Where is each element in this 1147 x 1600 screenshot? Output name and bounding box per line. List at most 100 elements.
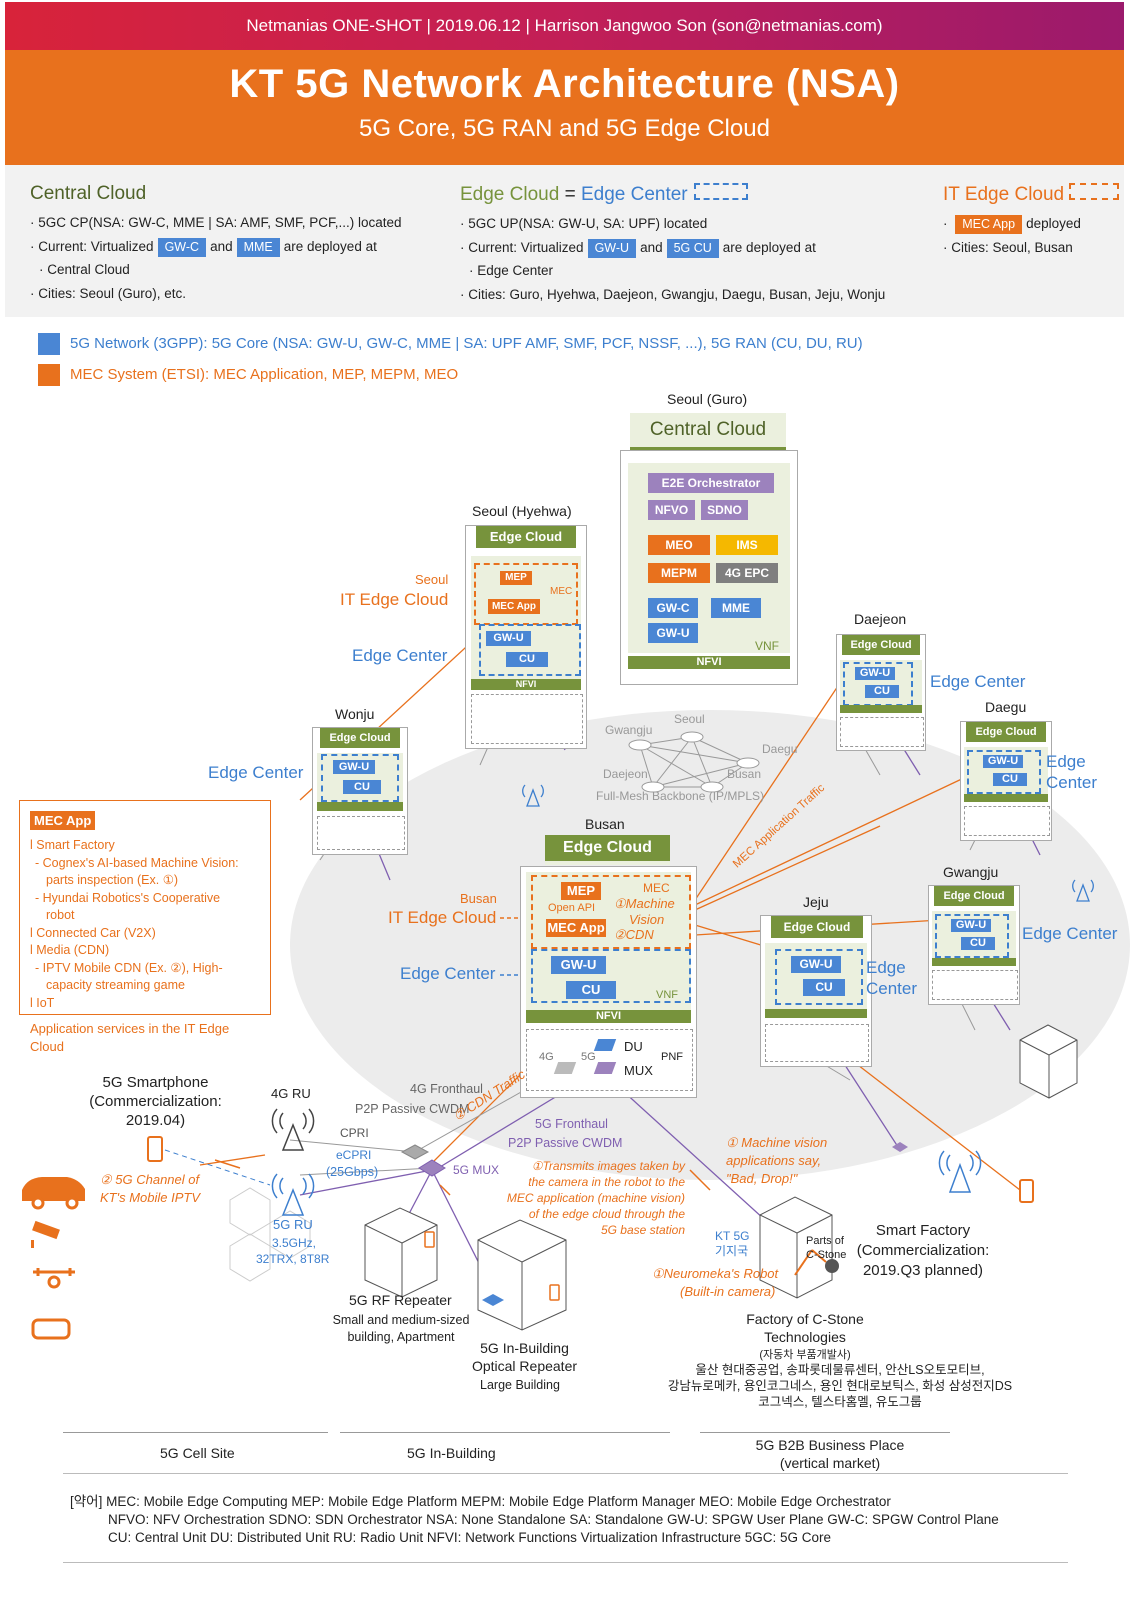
phone-icon <box>549 1284 560 1301</box>
cu: CU <box>343 780 381 794</box>
info-line: Cities: Seoul, Busan <box>943 236 1123 260</box>
central-cloud-info-title: Central Cloud <box>30 183 147 204</box>
phone-link <box>164 1149 271 1186</box>
factory-ru-icon <box>938 1150 982 1193</box>
note-line: 5G base station <box>600 1223 685 1237</box>
optical-repeater-icon <box>482 1294 504 1306</box>
4g-ru-label: 4G RU <box>271 1086 311 1101</box>
edge-center-zone <box>967 750 1041 794</box>
nfvi-bar <box>964 794 1048 802</box>
edge-center-word: Edge Center <box>580 184 688 205</box>
backbone-label: Full-Mesh Backbone (IP/MPLS) <box>596 789 765 803</box>
gw-u: GW-U <box>855 667 895 680</box>
central-cloud-box: E2E Orchestrator NFVO SDNO MEO IMS MEPM … <box>620 450 798 685</box>
list-line: 코그넥스, 텔스타홈멜, 유도그룹 <box>758 1395 922 1409</box>
rf-repeater-title: 5G RF Repeater <box>349 1292 452 1308</box>
info-line: Cities: Guro, Hyehwa, Daejeon, Gwangju, … <box>460 283 930 307</box>
it-edge-word: IT Edge Cloud <box>943 184 1065 205</box>
mep: MEP <box>561 882 601 900</box>
4g-fronthaul-label: 4G Fronthaul <box>410 1082 483 1096</box>
4g-label: 4G <box>539 1051 554 1063</box>
edge-cloud-header: Edge Cloud <box>842 635 920 655</box>
mec-subitem: capacity streaming game <box>46 978 185 992</box>
mec-label: MEC <box>643 881 670 895</box>
edge-cloud-header: Edge Cloud <box>966 722 1046 742</box>
nfvi-bar <box>317 802 403 811</box>
tag-5g-cu: 5G CU <box>666 238 719 258</box>
label-line: KT 5G <box>715 1229 750 1243</box>
central-cloud-title: Central Cloud <box>630 413 786 450</box>
legend-label: MEC System (ETSI): <box>70 366 210 383</box>
edge-cloud-header: Edge Cloud <box>934 886 1014 906</box>
title-line: Optical Repeater <box>471 1358 578 1374</box>
cu: CU <box>506 652 548 667</box>
meo: MEO <box>648 535 710 555</box>
edge-cloud-header: Edge Cloud <box>320 728 400 748</box>
factory-list: 울산 현대중공업, 송파롯데물류센터, 안산LS오토모티브,강남뉴로메카, 용인… <box>660 1362 1020 1410</box>
info-text: are deployed at <box>283 238 377 254</box>
du-label: DU <box>624 1039 643 1054</box>
nfvi-bar: NFVI <box>526 1010 691 1023</box>
note-line: Application services in the IT Edge <box>30 1021 230 1036</box>
edge-center-zone <box>935 914 1009 958</box>
gw-u: GW-U <box>983 755 1023 768</box>
backbone-routers <box>628 731 760 793</box>
caption-line: Technologies <box>764 1329 846 1345</box>
mec-item: l Connected Car (V2X) <box>30 925 156 940</box>
edge-cloud-word: Edge Cloud <box>460 184 560 205</box>
mux-icons <box>400 1142 908 1177</box>
abbr-line: [약어] MEC: Mobile Edge Computing MEP: Mob… <box>70 1494 891 1509</box>
list-line: 울산 현대중공업, 송파롯데물류센터, 안산LS오토모티브, <box>695 1363 985 1377</box>
note-line: applications say, <box>726 1153 822 1168</box>
pnf-area <box>840 717 924 747</box>
label-line: Parts of <box>806 1235 844 1247</box>
gw-u: GW-U <box>648 623 698 643</box>
edge-word: Edge <box>866 958 906 977</box>
caption-line: (Commercialization: <box>856 1242 990 1259</box>
pnf-area <box>471 694 583 744</box>
note-line: ①Neuromeka's Robot <box>652 1266 779 1281</box>
robot-note: ①Neuromeka's Robot (Built-in camera) <box>652 1265 778 1301</box>
cu: CU <box>803 979 845 996</box>
edge-cloud-info-title: Edge Cloud = Edge Center <box>460 183 930 206</box>
open-api-label: Open API <box>548 902 596 914</box>
vision-label: Vision <box>629 912 665 927</box>
5g-label: 5G <box>581 1051 596 1063</box>
nfvi-bar: NFVI <box>628 656 790 669</box>
pnf-area <box>964 806 1050 836</box>
mec-app-panel: MEC App l Smart Factory - Cognex's AI-ba… <box>19 800 271 1015</box>
abbr-line: CU: Central Unit DU: Distributed Unit RU… <box>108 1530 831 1545</box>
gw-u: GW-U <box>551 956 606 974</box>
daegu-city: Daegu <box>985 699 1027 715</box>
legend-text: MEC Application, MEP, MEPM, MEO <box>209 366 459 383</box>
vnf-label: VNF <box>656 989 678 1001</box>
dashed-box-icon <box>693 183 748 200</box>
title-banner: KT 5G Network Architecture (NSA) 5G Core… <box>5 50 1124 165</box>
busan-edge-cloud-header: Edge Cloud <box>545 835 670 861</box>
drone-icon <box>33 1268 75 1289</box>
label-line: C-Stone <box>806 1249 847 1261</box>
p2p-cwdm-label-2: P2P Passive CWDM <box>508 1136 623 1150</box>
cctv-icon <box>31 1220 60 1248</box>
building-icons <box>364 1024 1078 1331</box>
tag-mec-app: MEC App <box>955 215 1023 234</box>
car-icon <box>22 1177 85 1210</box>
mepm: MEPM <box>648 563 710 583</box>
note-line: (Built-in camera) <box>680 1284 776 1299</box>
caption-line: 5G Smartphone <box>102 1074 209 1091</box>
mec-item: l IoT <box>30 995 55 1010</box>
central-cloud-info: Central Cloud 5GC CP(NSA: GW-C, MME | SA… <box>30 183 440 305</box>
edge-center-zone <box>321 754 399 802</box>
label-line: (vertical market) <box>779 1455 881 1471</box>
edge-center-zone <box>479 624 581 676</box>
sdno: SDNO <box>701 500 748 520</box>
note-line: KT's Mobile IPTV <box>100 1190 201 1205</box>
wonju-edge-cloud: Edge Cloud GW-U CU <box>312 727 408 855</box>
gw-u: GW-U <box>333 760 375 774</box>
central-cloud-inner <box>628 463 790 653</box>
